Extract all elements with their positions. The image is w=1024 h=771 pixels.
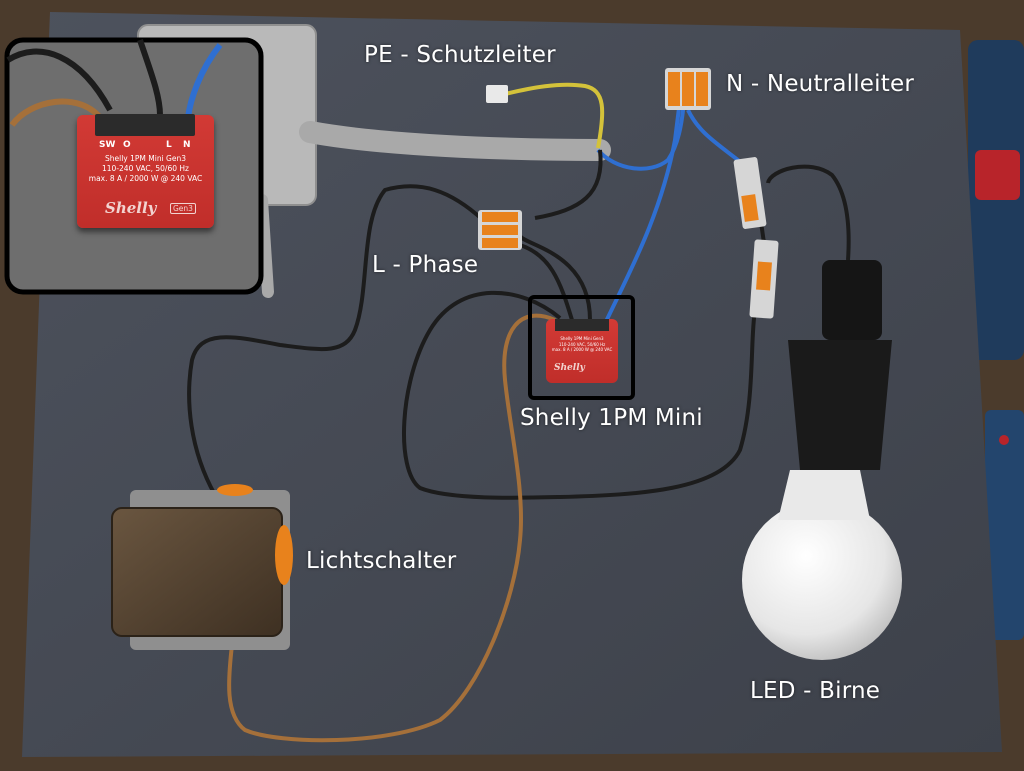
device-rating-small: 110-240 VAC, 50/60 Hz — [558, 341, 606, 347]
device-brand: Shelly — [105, 199, 157, 217]
led-bulb — [742, 500, 902, 660]
device-gen-badge: Gen3 — [170, 203, 196, 214]
lamp-socket — [822, 260, 882, 340]
device-max: max. 8 A / 2000 W @ 240 VAC — [88, 174, 203, 183]
n-connector — [665, 68, 711, 110]
terminal-n-label: N — [183, 140, 191, 150]
shelly-frame — [528, 295, 635, 400]
device-rating: 110-240 VAC, 50/60 Hz — [102, 164, 189, 173]
switch-label: Lichtschalter — [306, 548, 457, 574]
device-specs-small: Shelly 1PM Mini Gen3 110-240 VAC, 50/60 … — [546, 336, 618, 353]
terminal-block — [95, 114, 195, 136]
device-model: Shelly 1PM Mini Gen3 — [105, 154, 186, 163]
grey-cable — [299, 121, 611, 161]
pe-connector — [486, 85, 508, 103]
device-specs: Shelly 1PM Mini Gen3 110-240 VAC, 50/60 … — [77, 154, 214, 184]
l-connector — [478, 210, 522, 250]
pe-wire — [504, 82, 605, 149]
brown-wire — [227, 313, 556, 743]
pe-label: PE - Schutzleiter — [364, 42, 556, 68]
light-switch — [111, 507, 283, 637]
shelly-label: Shelly 1PM Mini — [520, 405, 703, 431]
shelly-device: Shelly 1PM Mini Gen3 110-240 VAC, 50/60 … — [546, 319, 618, 383]
device-model-small: Shelly 1PM Mini Gen3 — [560, 336, 604, 341]
lamp-connector-n — [733, 157, 767, 229]
terminal-block-small — [555, 319, 609, 331]
device-max-small: max. 8 A / 2000 W @ 240 VAC — [551, 347, 613, 352]
lamp-connector-l — [749, 239, 779, 319]
shelly-device-enlarged: SW O L N Shelly 1PM Mini Gen3 110-240 VA… — [77, 114, 214, 228]
device-brand-small: Shelly — [554, 363, 585, 373]
n-label: N - Neutralleiter — [726, 71, 914, 97]
led-label: LED - Birne — [750, 678, 881, 704]
terminal-o-label: O — [123, 140, 131, 150]
terminal-sw-label: SW — [99, 140, 116, 150]
terminal-l-label: L — [166, 140, 172, 150]
tool-box — [985, 410, 1024, 640]
l-label: L - Phase — [372, 252, 479, 278]
